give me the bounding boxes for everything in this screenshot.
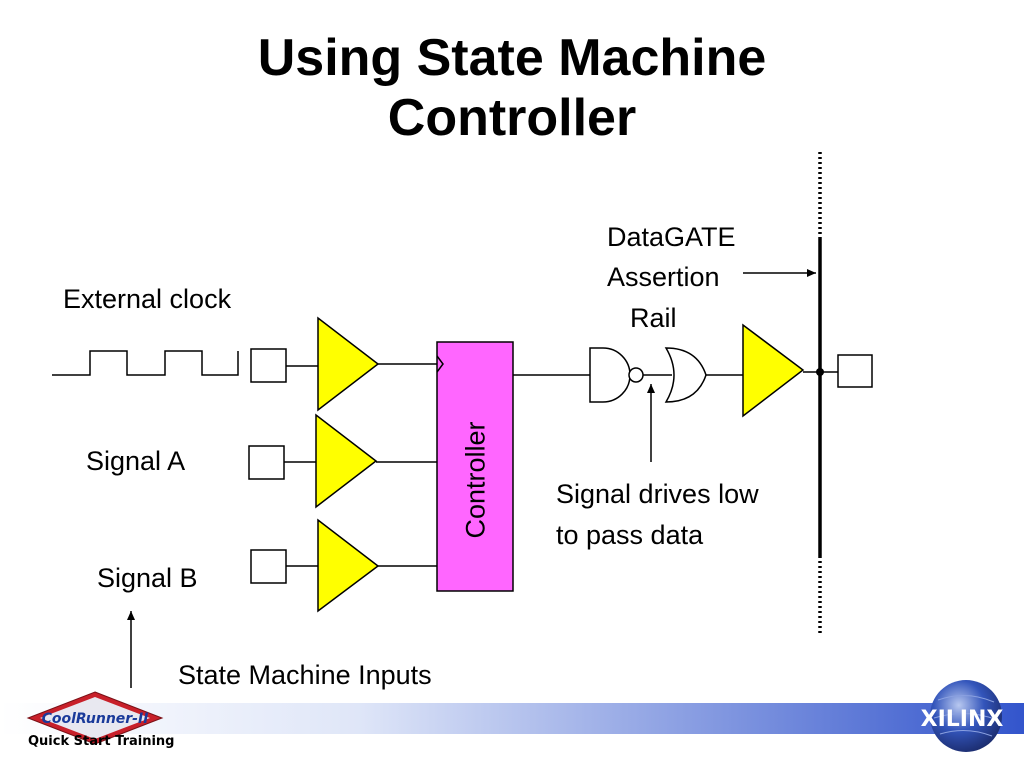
slide-title: Using State Machine Controller bbox=[0, 28, 1024, 148]
datagate-label-line-1: DataGATE bbox=[607, 222, 736, 252]
signal-b-label: Signal B bbox=[97, 563, 198, 593]
datagate-label-line-3: Rail bbox=[630, 303, 677, 333]
output-buffer bbox=[742, 323, 805, 418]
clock-waveform bbox=[52, 350, 239, 376]
nand-gate bbox=[589, 347, 631, 403]
signal-drives-low-line-2: to pass data bbox=[556, 520, 704, 550]
state-machine-inputs-label: State Machine Inputs bbox=[178, 660, 432, 690]
xilinx-logo-text: XILINX bbox=[921, 707, 1004, 732]
controller-block bbox=[436, 341, 514, 592]
signal-drives-low-line-1: Signal drives low bbox=[556, 479, 759, 509]
footer-band bbox=[0, 703, 1024, 734]
output-pin bbox=[837, 354, 873, 388]
signal-a-input-buffer bbox=[315, 413, 378, 509]
clock-edge-marker bbox=[436, 355, 444, 373]
external-clock-label: External clock bbox=[63, 284, 232, 314]
controller-label: Controller bbox=[460, 421, 490, 538]
nand-bubble bbox=[628, 367, 644, 383]
quick-start-training-label: Quick Start Training bbox=[28, 734, 175, 749]
or-gate bbox=[664, 347, 707, 403]
clock-input-buffer bbox=[317, 316, 380, 412]
title-line-1: Using State Machine bbox=[257, 29, 767, 87]
coolrunner-logo: CoolRunner-II bbox=[26, 691, 164, 745]
xilinx-logo: XILINX bbox=[921, 680, 1004, 752]
datagate-label-line-2: Assertion bbox=[607, 262, 720, 292]
signal-a-label: Signal A bbox=[86, 446, 185, 476]
signal-b-input-buffer bbox=[317, 518, 380, 613]
clock-input-pin bbox=[250, 348, 287, 383]
coolrunner-logo-text: CoolRunner-II bbox=[42, 711, 149, 727]
signal-a-input-pin bbox=[248, 445, 285, 480]
title-line-2: Controller bbox=[387, 89, 637, 147]
signal-b-input-pin bbox=[250, 549, 287, 584]
